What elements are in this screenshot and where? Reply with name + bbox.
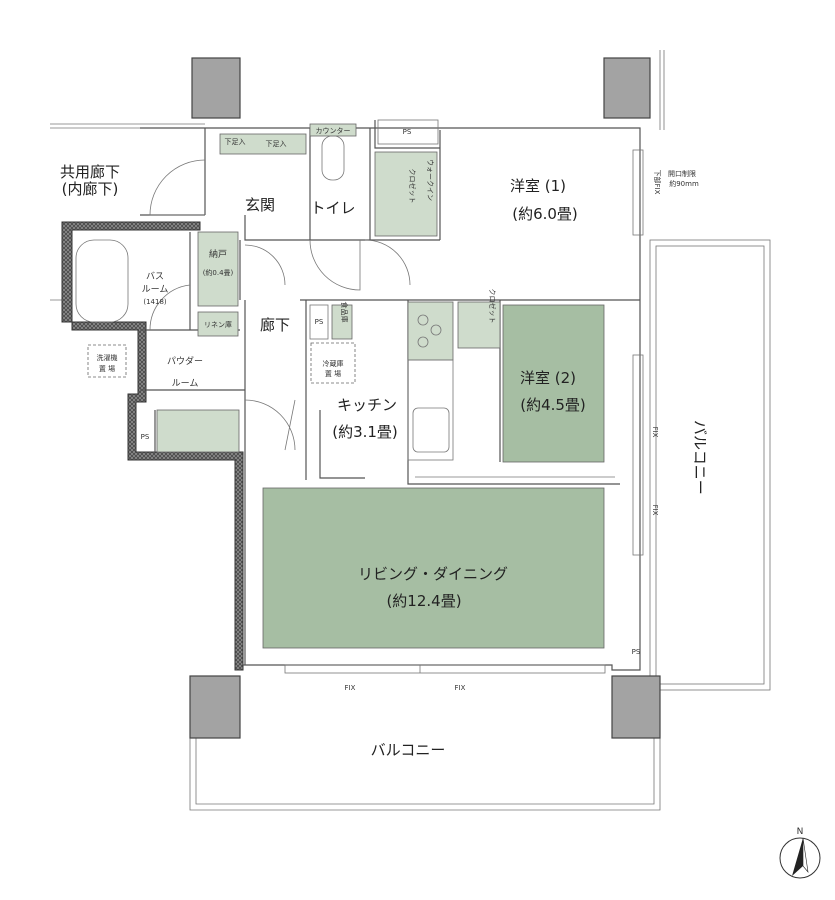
label-powder-room: ルーム	[172, 378, 199, 389]
label-kitchen-area: (約3.1畳)	[332, 423, 398, 441]
label-hallway: 廊下	[260, 316, 290, 334]
windows	[284, 149, 644, 674]
fridge-space	[310, 342, 356, 384]
label-western-room-1: 洋室 (1)	[510, 177, 566, 195]
room2-floor	[502, 304, 605, 463]
column	[603, 57, 651, 119]
label-shoe-storage: 下足入	[225, 138, 246, 146]
kitchen-counter	[407, 301, 454, 361]
closet-2	[457, 301, 501, 349]
label-balcony-bottom: バルコニー	[371, 741, 446, 759]
sink	[412, 407, 450, 453]
label-western-room-1-area: (約6.0畳)	[512, 205, 578, 223]
label-toilet: トイレ	[310, 199, 355, 217]
label-closet: クロゼット	[488, 289, 497, 324]
label-fridge: 冷蔵庫	[323, 359, 344, 368]
label-fix: FIX	[651, 427, 659, 438]
label-bath-size: (1418)	[143, 298, 167, 306]
label-western-room-2: 洋室 (2)	[520, 369, 576, 387]
balcony-bottom-outline	[50, 50, 665, 811]
label-powder-room: パウダー	[167, 355, 203, 367]
storage-room	[197, 231, 239, 307]
shoe-storage	[219, 133, 307, 155]
label-common-corridor-sub: (内廊下)	[62, 180, 119, 198]
label-washer: 置 場	[99, 364, 115, 373]
label-kitchen: キッチン	[337, 396, 397, 414]
stove-icon	[417, 314, 442, 348]
label-walkin-closet: クロゼット	[408, 169, 417, 204]
label-opening-limit-size: 約90mm	[669, 179, 699, 188]
label-pantry: 食品庫	[340, 302, 349, 323]
label-walkin: ウォークイン	[426, 159, 434, 201]
label-counter: カウンター	[316, 126, 351, 135]
column	[611, 675, 661, 739]
vanity	[156, 409, 240, 453]
label-ps: PS	[315, 318, 324, 326]
label-fridge: 置 場	[325, 369, 341, 378]
label-entrance: 玄関	[245, 196, 275, 214]
toilet-fixture	[321, 135, 345, 181]
label-fix: FIX	[345, 684, 356, 692]
north-arrow-icon: N	[779, 827, 821, 879]
label-ps: PS	[403, 128, 412, 136]
walkin-closet	[374, 151, 438, 237]
label-western-room-2-area: (約4.5畳)	[520, 396, 586, 414]
label-living: リビング・ダイニング	[358, 565, 508, 583]
label-north: N	[797, 827, 804, 837]
ps-top	[377, 119, 439, 145]
label-bath: バス	[146, 271, 164, 282]
label-window-note: 下部FIX	[653, 170, 662, 195]
column	[189, 675, 241, 739]
doors	[149, 159, 411, 451]
balcony-right-outline	[649, 239, 771, 691]
label-fix: FIX	[651, 505, 659, 516]
label-living-area: (約12.4畳)	[386, 592, 461, 610]
bathtub	[75, 239, 129, 323]
living-floor	[262, 487, 605, 649]
label-linen: リネン庫	[204, 320, 232, 329]
label-shoe-storage: 下足入	[266, 140, 287, 148]
label-ps: PS	[141, 433, 150, 441]
structural-wall	[61, 221, 244, 671]
column	[191, 57, 241, 119]
pantry	[331, 304, 353, 340]
linen-closet	[197, 311, 239, 337]
label-washer: 洗濯機	[97, 353, 118, 362]
label-opening-limit: 開口制限	[668, 169, 696, 178]
label-storage: 納戸	[209, 248, 227, 260]
label-storage-area: (約0.4畳)	[203, 268, 234, 277]
label-fix: FIX	[455, 684, 466, 692]
label-bath: ルーム	[142, 284, 169, 295]
label-ps: PS	[632, 648, 641, 656]
label-common-corridor: 共用廊下	[60, 163, 120, 181]
label-balcony-right: バルコニー	[691, 420, 709, 495]
